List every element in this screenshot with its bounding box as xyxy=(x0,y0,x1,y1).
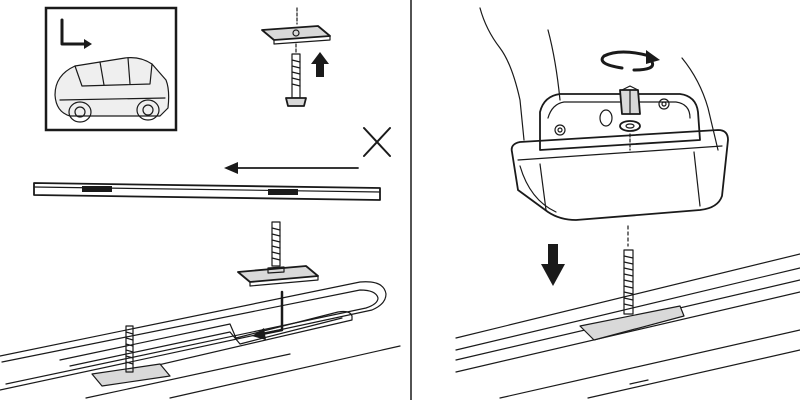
rail-slot-mark-right xyxy=(268,189,298,195)
standing-bolt xyxy=(623,249,634,315)
rotate-arrow-icon xyxy=(600,50,660,72)
x-mark-icon xyxy=(363,127,391,157)
rail-slot-mark-left xyxy=(82,186,112,192)
right-panel xyxy=(455,7,800,399)
roof-rack-foot xyxy=(510,85,729,221)
rail-bar xyxy=(33,182,381,201)
roof-rail xyxy=(0,281,401,399)
left-panel xyxy=(0,6,401,399)
car-body-outline xyxy=(479,7,719,151)
down-arrow-icon xyxy=(541,244,565,286)
top-plate-bolt-assembly xyxy=(261,7,331,107)
washer xyxy=(619,120,641,132)
up-arrow-icon xyxy=(311,52,329,77)
roof-rail-right xyxy=(455,253,800,399)
car-location-icon xyxy=(44,6,178,132)
left-arrow-icon xyxy=(224,162,359,174)
square-plate xyxy=(261,25,331,41)
t-bolt-assembly xyxy=(237,221,319,287)
bolt-head xyxy=(285,97,307,107)
